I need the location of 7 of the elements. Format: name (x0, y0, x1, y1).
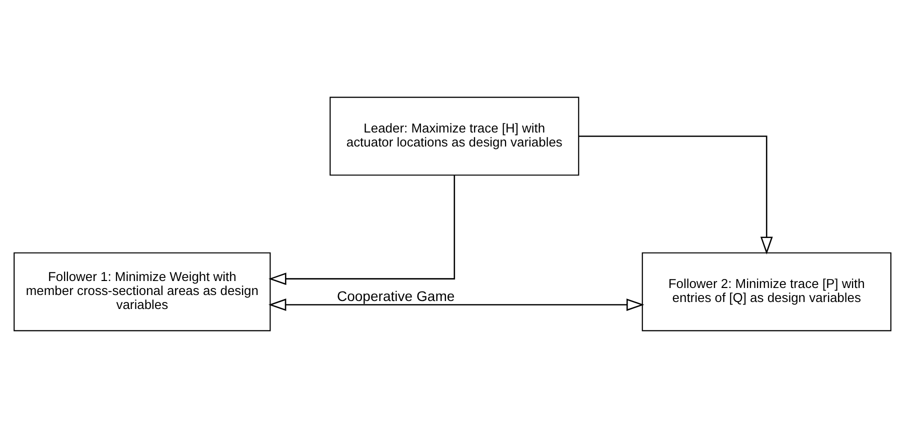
arrow (268, 175, 456, 286)
node-box: Follower 1: Minimize Weight with member cross-sectional areas as design variables (14, 252, 271, 332)
edge-label: Cooperative Game (336, 288, 455, 304)
node-box: Follower 2: Minimize trace [P] with entries of [Q] as design variables (642, 252, 892, 332)
node-box: Leader: Maximize trace [H] with actuator locations as design variables (330, 96, 580, 176)
arrow (268, 298, 644, 311)
arrow (578, 136, 773, 254)
